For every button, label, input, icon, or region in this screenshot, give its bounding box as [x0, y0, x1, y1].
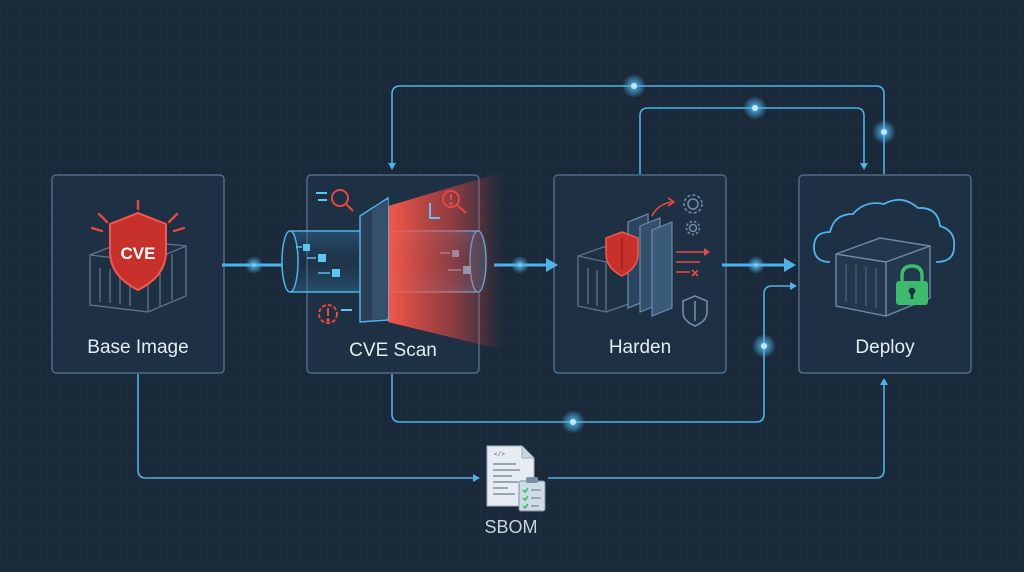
- line-glow-dots: [561, 74, 896, 434]
- stage-label-cve-scan: CVE Scan: [349, 340, 437, 361]
- padlock-icon: [896, 264, 928, 305]
- shield-badge-text: CVE: [121, 244, 156, 263]
- checklist-icon: [518, 477, 546, 512]
- gear-icon: [683, 194, 703, 236]
- scanner-panel: [359, 172, 503, 350]
- stage-label-deploy: Deploy: [855, 337, 915, 358]
- alert-rays: [90, 199, 186, 233]
- base-to-sbom: [137, 374, 480, 482]
- stage-label-harden: Harden: [608, 337, 672, 358]
- sbom-to-deploy: [548, 378, 888, 479]
- warning-icon-lower: [318, 304, 352, 324]
- shield-outline-icon: [682, 295, 708, 327]
- shield-icon-harden: [605, 231, 639, 277]
- shield-icon: CVE: [109, 211, 167, 292]
- sbom-label: SBOM: [484, 517, 538, 537]
- scan-bypass-to-deploy: [391, 282, 797, 423]
- stage-label-base-image: Base Image: [87, 337, 189, 358]
- cloud-icon: [813, 198, 956, 263]
- magnifier-icon: [316, 189, 354, 212]
- warning-icon: [429, 190, 467, 219]
- hardening-rays: [651, 197, 710, 277]
- svg-text:</>: </>: [494, 451, 505, 458]
